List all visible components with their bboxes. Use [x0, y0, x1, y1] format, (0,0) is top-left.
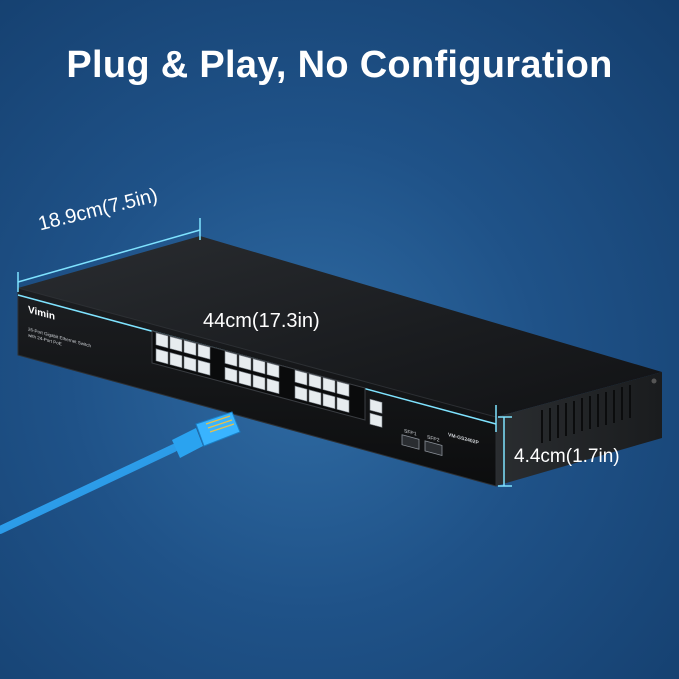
switch-top-surface: [18, 236, 662, 417]
headline: Plug & Play, No Configuration: [66, 44, 613, 86]
side-vents: [541, 385, 631, 443]
sfp-ports: [401, 434, 443, 456]
uplink-ports: [369, 398, 383, 428]
sfp1-label: SFP1: [404, 428, 417, 437]
rj45-ports: [155, 332, 350, 413]
switch-side-panel: [496, 372, 662, 486]
width-dimension-label: 44cm(17.3in): [203, 310, 320, 332]
sfp2-label: SFP2: [427, 435, 440, 444]
side-screw: [651, 378, 657, 384]
ethernet-cable: [0, 411, 241, 534]
height-dimension-label: 4.4cm(1.7in): [514, 446, 620, 467]
